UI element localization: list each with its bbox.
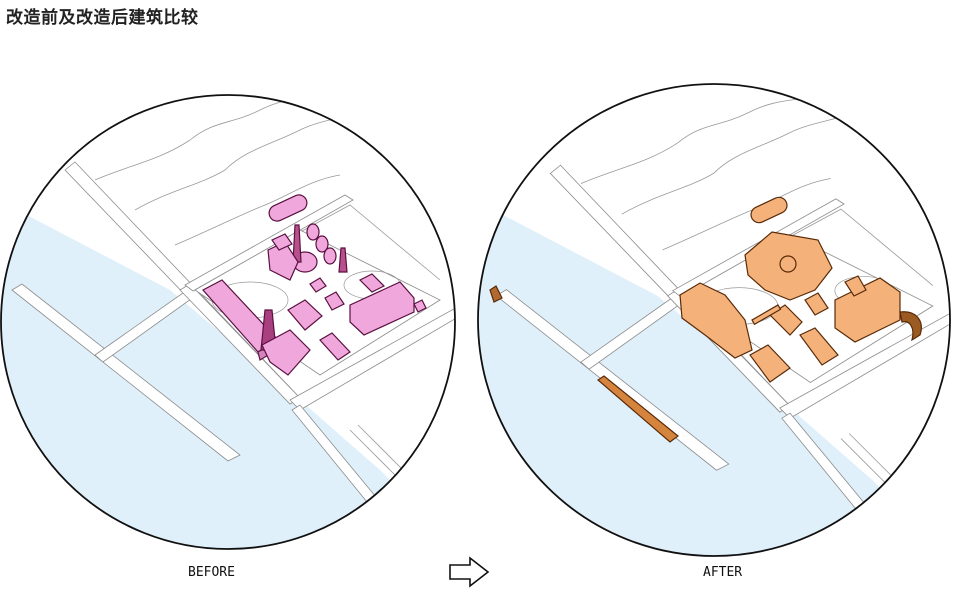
before-circle-frame bbox=[0, 94, 456, 550]
right-arrow-icon bbox=[449, 556, 490, 588]
after-circle-frame bbox=[477, 83, 951, 557]
before-label: BEFORE bbox=[188, 565, 235, 580]
after-panel bbox=[477, 83, 951, 557]
after-label: AFTER bbox=[703, 565, 743, 580]
page-title: 改造前及改造后建筑比较 bbox=[6, 8, 199, 28]
after-buildings bbox=[489, 196, 922, 443]
before-panel bbox=[0, 94, 456, 550]
before-buildings bbox=[202, 194, 427, 376]
